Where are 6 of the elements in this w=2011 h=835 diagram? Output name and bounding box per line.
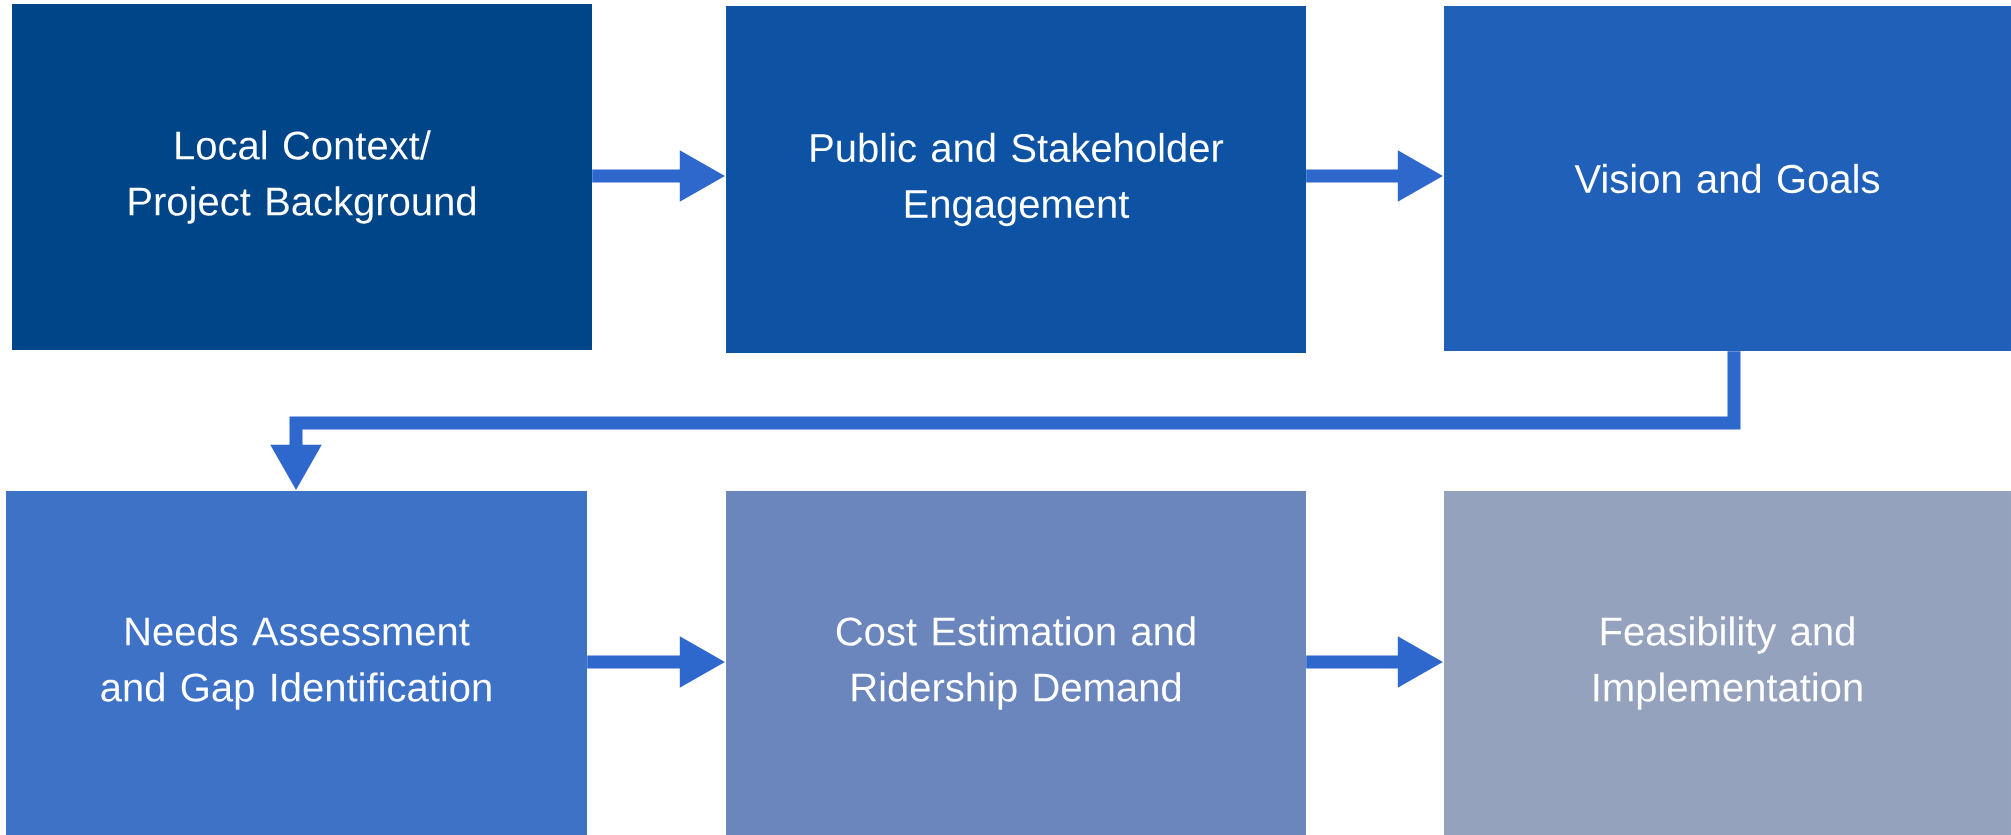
- process-box: Public and Stakeholder Engagement: [726, 6, 1306, 353]
- process-box: Local Context/ Project Background: [12, 4, 592, 350]
- process-box: Needs Assessment and Gap Identification: [6, 491, 587, 835]
- process-box: Cost Estimation and Ridership Demand: [726, 491, 1306, 835]
- process-box: Vision and Goals: [1444, 6, 2011, 351]
- process-box: Feasibility and Implementation: [1444, 491, 2011, 835]
